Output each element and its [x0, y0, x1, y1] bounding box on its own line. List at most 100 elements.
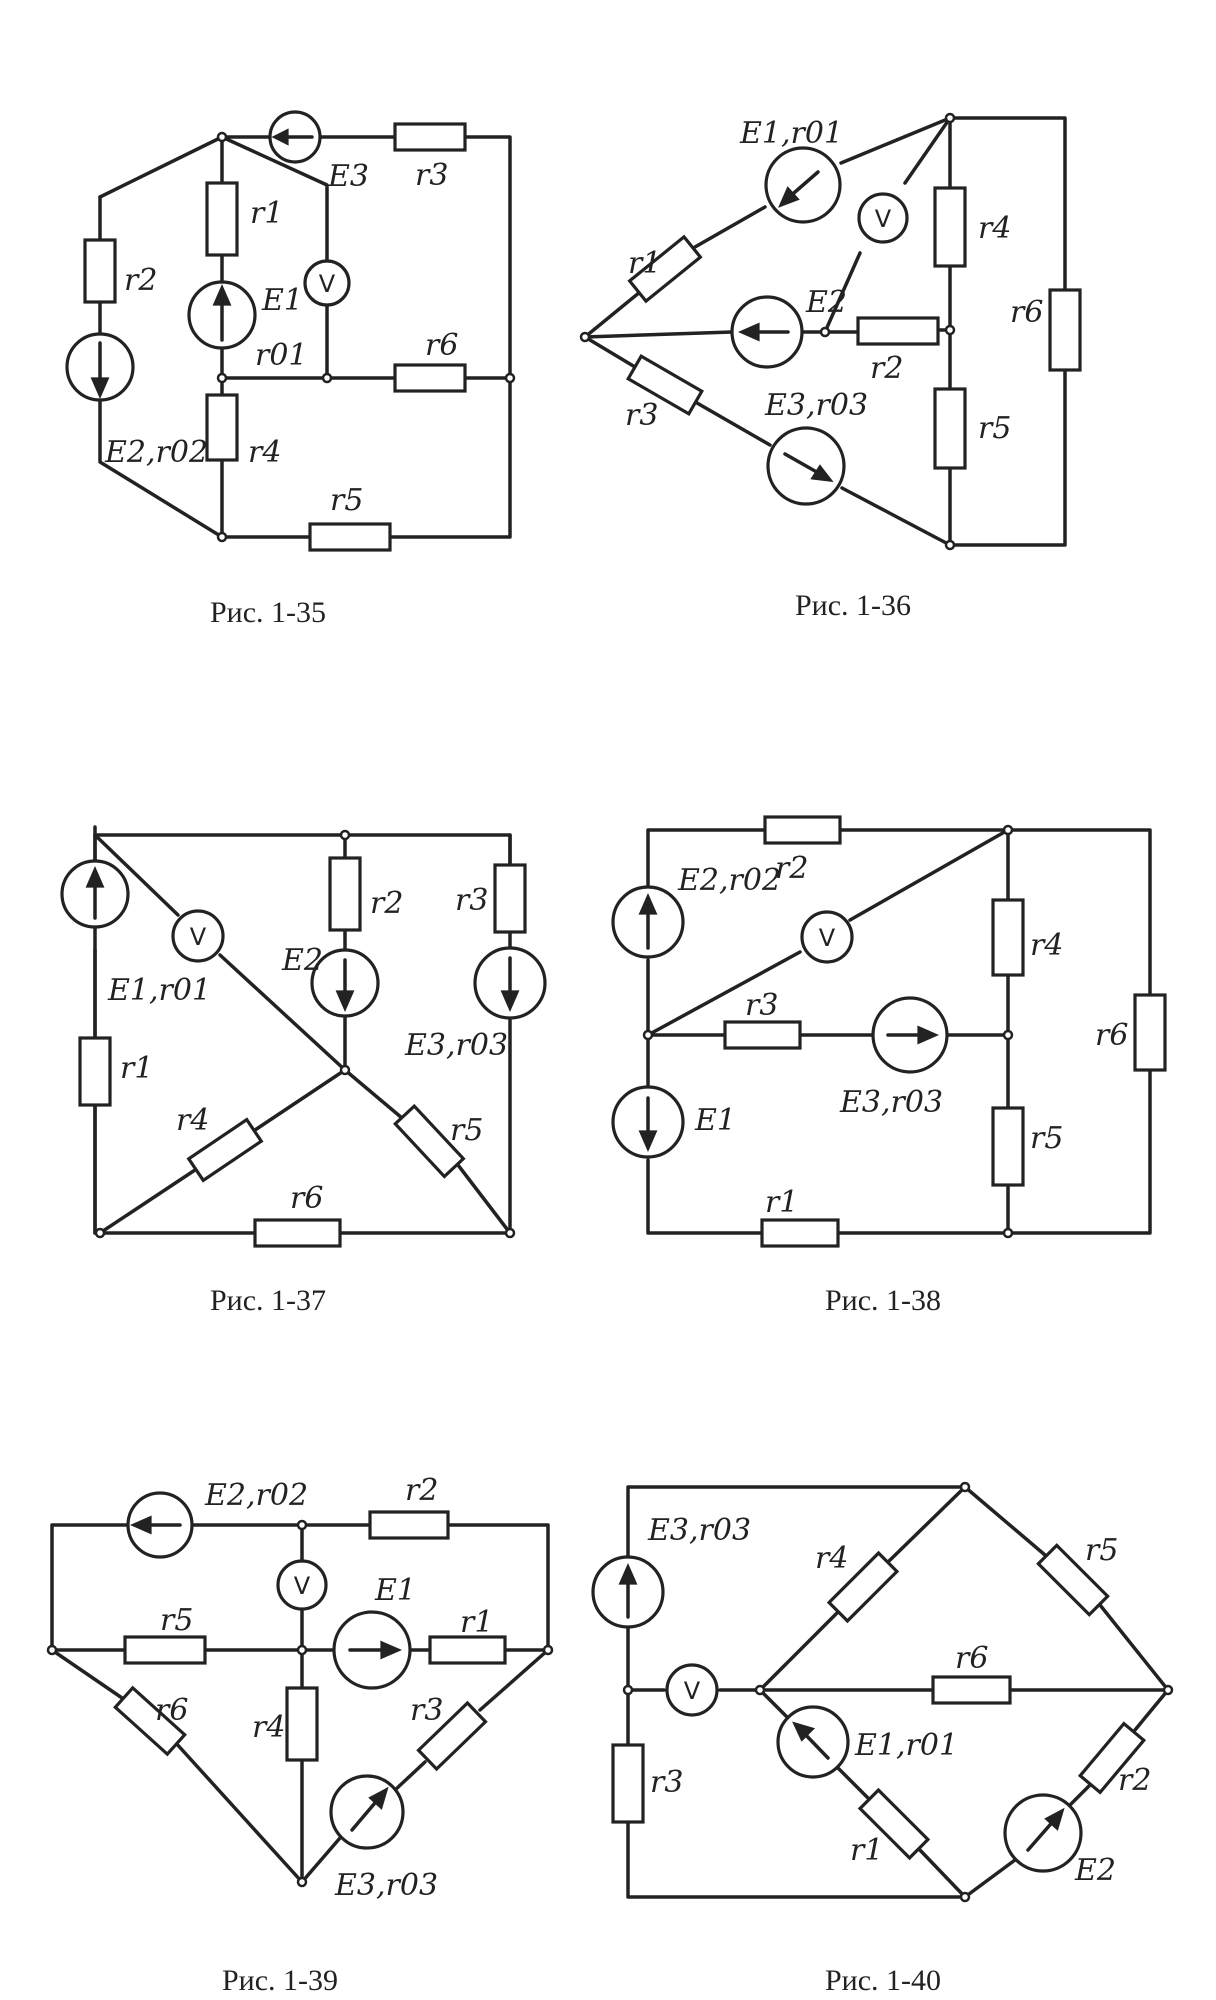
junction-node — [1162, 1684, 1174, 1696]
r3-label: r3 — [455, 883, 488, 918]
e1-label: E1 — [261, 283, 303, 318]
figure-1-37: V E1,r01 r1 r2 r3 r4 r5 r6 E2 E3,r03 Рис… — [60, 825, 547, 1317]
junction-node — [339, 1064, 351, 1076]
figure-1-38: V E2,r02 r2 r4 r3 r6 E3,r03 r5 E1 r1 Рис… — [611, 815, 1167, 1317]
r2-label: r2 — [775, 851, 808, 886]
wire — [220, 458, 312, 539]
wire — [963, 1485, 1047, 1557]
r2-resistor — [856, 316, 940, 346]
r1-resistor — [760, 1218, 840, 1248]
wire — [335, 990, 355, 1012]
wire — [90, 377, 110, 399]
voltmeter-icon: V — [303, 259, 351, 307]
r4-label: r4 — [252, 1710, 285, 1745]
r5-label: r5 — [160, 1603, 193, 1638]
r2-label: r2 — [405, 1473, 438, 1508]
wire — [98, 398, 224, 539]
wire — [840, 486, 952, 547]
svg-text:V: V — [875, 205, 892, 233]
wire — [500, 990, 520, 1012]
wire — [618, 1563, 638, 1585]
e3r03-label: E3,r03 — [839, 1085, 943, 1120]
r3-label: r3 — [625, 398, 658, 433]
wire — [50, 1648, 127, 1702]
wire — [886, 1485, 967, 1564]
wire — [271, 128, 289, 146]
svg-text:V: V — [819, 924, 836, 952]
e1r01-label: E1,r01 — [739, 116, 843, 151]
figure-1-40: V E3,r03 r4 r5 r6 r3 E1,r01 r1 r2 E2 Рис… — [591, 1481, 1174, 1997]
e1-source-icon — [776, 1705, 850, 1779]
svg-text:V: V — [319, 270, 336, 298]
wire — [171, 909, 225, 963]
wire — [380, 1640, 402, 1660]
e1-source-icon — [187, 280, 257, 350]
e1-source-icon — [611, 1085, 685, 1159]
r5-label: r5 — [450, 1113, 483, 1148]
wire — [810, 464, 834, 483]
voltmeter-icon: V — [800, 910, 854, 964]
junction-node — [46, 1644, 58, 1656]
caption: Рис. 1-38 — [825, 1284, 941, 1317]
wire — [738, 322, 760, 342]
r5-resistor — [933, 387, 967, 470]
e3-source-icon — [591, 1555, 665, 1629]
wire — [388, 135, 512, 539]
e2-source-icon — [611, 885, 685, 959]
wire — [583, 330, 734, 339]
wire — [478, 1648, 550, 1712]
wire — [823, 251, 862, 334]
junction-node — [959, 1481, 971, 1493]
wire — [220, 135, 329, 262]
r2-label: r2 — [124, 263, 157, 298]
wire — [1098, 1603, 1170, 1692]
e3-source-icon — [871, 996, 949, 1074]
junction-node — [642, 1029, 654, 1041]
r1-label: r1 — [250, 196, 283, 231]
junction-node — [622, 1684, 634, 1696]
e3-source-icon — [268, 110, 322, 164]
wire — [1068, 1783, 1092, 1807]
wire — [300, 1836, 342, 1884]
junction-node — [959, 1891, 971, 1903]
wire — [778, 186, 800, 208]
junction-node — [542, 1644, 554, 1656]
junction-node — [944, 324, 956, 336]
wire — [303, 259, 351, 307]
caption: Рис. 1-40 — [825, 1964, 941, 1997]
r4-resistor — [205, 393, 239, 462]
wire — [948, 368, 1067, 547]
figure-1-36: V E1,r01 r1 r2 r3 r4 r5 r6 E2 E3,r03 Рис… — [579, 112, 1082, 622]
wire — [218, 953, 347, 1072]
e1-source-icon — [332, 1610, 412, 1690]
wire — [276, 1559, 328, 1611]
r3-resistor — [393, 122, 467, 152]
wire — [836, 1068, 1152, 1235]
junction-node — [216, 531, 228, 543]
e3r03-label: E3,r03 — [404, 1028, 508, 1063]
e3-label: E3 — [327, 159, 369, 194]
junction-node — [296, 1519, 308, 1531]
svg-text:V: V — [684, 1677, 701, 1705]
r4-label: r4 — [248, 435, 281, 470]
wire — [626, 1820, 967, 1899]
caption: Рис. 1-39 — [222, 1964, 338, 1997]
caption: Рис. 1-36 — [795, 589, 911, 622]
junction-node — [504, 372, 516, 384]
e3-source-icon — [329, 1774, 405, 1850]
junction-node — [296, 1876, 308, 1888]
voltmeter-icon: V — [857, 192, 909, 244]
caption: Рис. 1-35 — [210, 596, 326, 629]
e3r03-label: E3,r03 — [334, 1868, 438, 1903]
wire — [253, 1068, 404, 1132]
e3r03-label: E3,r03 — [647, 1513, 751, 1548]
wire — [638, 1130, 658, 1152]
junction-node — [944, 112, 956, 124]
r3-label: r3 — [745, 988, 778, 1023]
wire — [857, 192, 909, 244]
wire — [833, 1763, 872, 1802]
r6-label: r6 — [1010, 295, 1043, 330]
e2-label: E2 — [805, 285, 847, 320]
wire — [695, 401, 772, 447]
